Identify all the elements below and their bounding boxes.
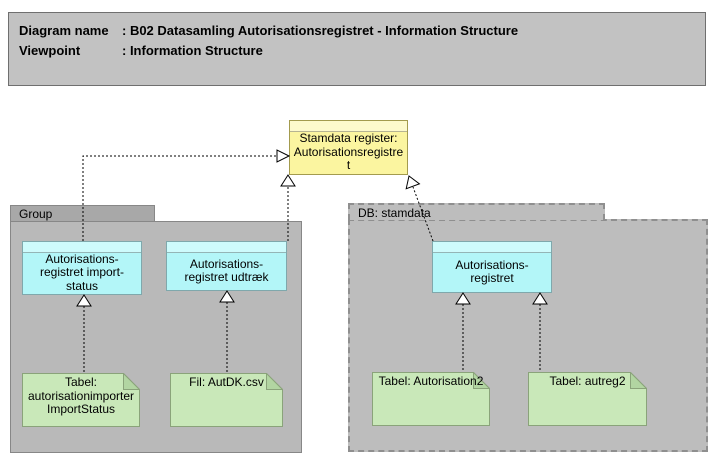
object-header-strip: [167, 242, 286, 253]
realization-arrowhead-up-icon: [280, 174, 296, 187]
group-folder-tab[interactable]: Group: [10, 205, 155, 222]
object-header-strip: [290, 121, 407, 132]
realization-arrowhead-right-icon: [276, 149, 291, 163]
note-shape: [170, 373, 283, 427]
note-fold-corner: [630, 372, 647, 389]
note-fold-corner: [266, 373, 283, 390]
object-label: Autorisations- registret: [455, 257, 529, 285]
note-shape: [372, 372, 490, 426]
object-label: Stamdata register: Autorisationsregistre…: [293, 131, 404, 173]
note-tabel-autreg2[interactable]: Tabel: autreg2: [528, 372, 647, 426]
note-fil-autdk-csv[interactable]: Fil: AutDK.csv: [170, 373, 283, 427]
note-tabel-autorisation2[interactable]: Tabel: Autorisation2: [372, 372, 490, 426]
note-label: Tabel: autreg2: [549, 374, 626, 388]
viewpoint-value: : Information Structure: [122, 43, 263, 58]
object-header-strip: [433, 242, 551, 253]
object-autorisationsregistret[interactable]: Autorisations- registret: [432, 241, 552, 293]
db-stamdata-folder-tab[interactable]: DB: stamdata: [348, 203, 605, 220]
title-label: Diagram name: [19, 23, 109, 38]
db-stamdata-folder-label: DB: stamdata: [358, 206, 431, 220]
realization-arrowhead-diagonal-icon: [405, 175, 421, 190]
note-fold-corner: [473, 372, 490, 389]
note-label: Tabel: Autorisation2: [378, 374, 484, 388]
diagram-title-box: Diagram name : B02 Datasamling Autorisat…: [8, 12, 706, 86]
note-label: Tabel: autorisationimporter ImportStatus: [27, 375, 135, 416]
title-row-diagram-name: Diagram name : B02 Datasamling Autorisat…: [19, 21, 705, 41]
group-folder-label: Group: [19, 207, 53, 221]
title-value: : B02 Datasamling Autorisationsregistret…: [122, 23, 519, 38]
note-tabel-autorisationimporter-importstatus[interactable]: Tabel: autorisationimporter ImportStatus: [22, 373, 140, 427]
object-autorisationsregistret-importstatus[interactable]: Autorisations- registret import- status: [22, 241, 142, 295]
note-label: Fil: AutDK.csv: [189, 375, 264, 389]
object-label: Autorisations- registret udtræk: [184, 256, 269, 284]
viewpoint-label: Viewpoint: [19, 43, 81, 58]
note-shape: [528, 372, 647, 426]
note-fold-corner: [123, 373, 140, 390]
object-stamdata-register[interactable]: Stamdata register: Autorisationsregistre…: [289, 120, 408, 175]
title-row-viewpoint: Viewpoint : Information Structure: [19, 41, 705, 61]
object-label: Autorisations- registret import- status: [39, 251, 125, 293]
note-shape: [22, 373, 140, 427]
object-header-strip: [23, 242, 141, 253]
object-autorisationsregistret-udtraek[interactable]: Autorisations- registret udtræk: [166, 241, 287, 291]
